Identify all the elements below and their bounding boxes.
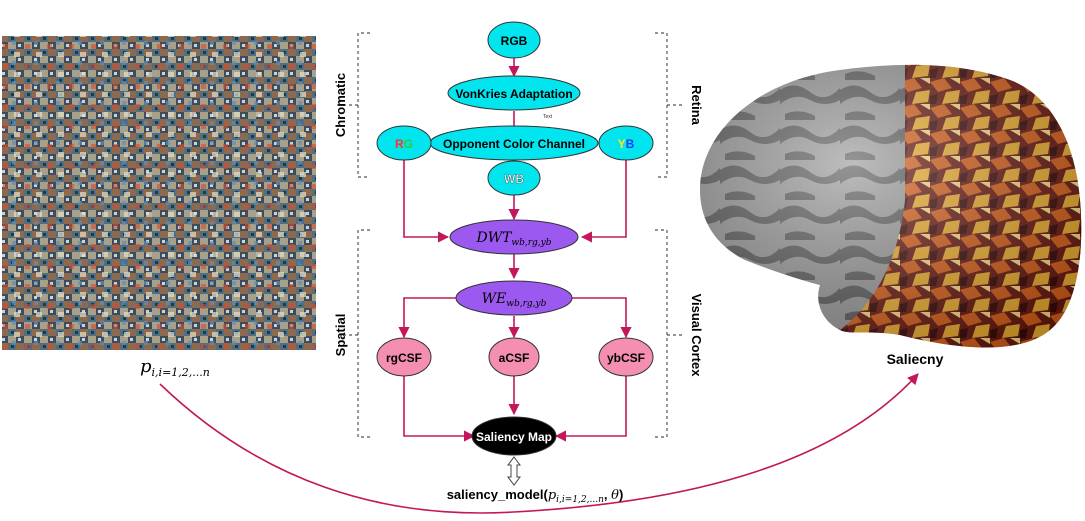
node-opponent-color-channel: Opponent Color Channel	[429, 125, 599, 161]
flow-arrows	[159, 58, 919, 514]
svg-text:VonKries Adaptation: VonKries Adaptation	[455, 87, 572, 101]
node-wb: WB	[487, 160, 541, 196]
group-label-retina: Retina	[689, 85, 704, 126]
node-yb: YB	[598, 125, 654, 161]
svg-text:Saliency Map: Saliency Map	[476, 430, 552, 444]
node-yb-text: YB	[0, 0, 2, 1]
svg-text:DWTwb,rg,yb: DWTwb,rg,yb	[475, 230, 551, 248]
svg-text:rgCSF: rgCSF	[386, 351, 422, 365]
group-label-spatial: Spatial	[333, 314, 348, 357]
node-ybcsf: ybCSF	[598, 337, 654, 377]
svg-text:aCSF: aCSF	[499, 351, 530, 365]
group-label-visual-cortex: Visual Cortex	[689, 294, 704, 378]
svg-text:WB: WB	[504, 172, 524, 186]
saliency-caption: Saliecny	[887, 351, 944, 367]
image-patches-mosaic	[2, 36, 316, 350]
bidirectional-hollow-arrow	[507, 456, 521, 486]
node-acsf: aCSF	[488, 337, 540, 377]
node-rg: RG	[376, 125, 432, 161]
node-rgb: RGB	[487, 21, 541, 59]
tiny-note: Text	[543, 114, 553, 120]
svg-text:WEwb,rg,yb: WEwb,rg,yb	[482, 291, 547, 309]
node-saliency-map: Saliency Map	[471, 416, 557, 456]
svg-text:RGB: RGB	[501, 34, 528, 48]
svg-text:Opponent Color Channel: Opponent Color Channel	[443, 137, 585, 151]
patch-label: pi,i=1,2,...n	[140, 356, 210, 379]
node-rg-text: RG	[0, 0, 2, 1]
group-brackets	[336, 32, 684, 438]
node-vonkries-adaptation: VonKries Adaptation	[447, 75, 581, 111]
svg-text:YB: YB	[618, 137, 635, 151]
svg-text:RG: RG	[395, 137, 413, 151]
node-rgcsf: rgCSF	[376, 337, 432, 377]
group-label-chromatic: Chromatic	[333, 73, 348, 137]
svg-text:ybCSF: ybCSF	[607, 351, 645, 365]
node-we: WEwb,rg,yb	[455, 280, 573, 316]
node-dwt: DWTwb,rg,yb	[449, 219, 579, 255]
brain-saliency-render	[700, 64, 1082, 348]
saliency-model-function: saliency_model(pi,i=1,2,...n, θ)	[447, 487, 624, 505]
